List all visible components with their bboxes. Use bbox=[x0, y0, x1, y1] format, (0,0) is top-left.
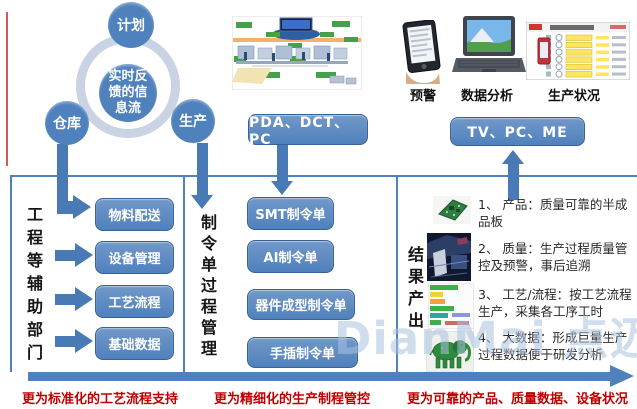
node-base-data-label: 基础数据 bbox=[108, 338, 161, 353]
node-manual-order-label: 手插制令单 bbox=[269, 347, 335, 362]
bottom-arrow-head-icon bbox=[610, 365, 634, 387]
arrow-equipment-stem bbox=[55, 250, 76, 261]
column-title-engineering: 工程等辅助部门 bbox=[21, 206, 45, 376]
arrow-process-stem bbox=[55, 294, 76, 305]
left-border-line bbox=[10, 175, 12, 372]
cycle-node-warehouse: 仓库 bbox=[45, 101, 89, 145]
column-title-work-orders: 制令单过程管理 bbox=[195, 214, 219, 374]
results-arrow-stem bbox=[508, 164, 519, 200]
result-item-bigdata-text: 4、 大数据：形成巨量生产过程数据便于研发分析 bbox=[478, 330, 628, 362]
caption-standardized: 更为标准化的工艺流程支持 bbox=[22, 388, 178, 407]
cycle-node-production-label: 生产 bbox=[179, 114, 207, 130]
node-material-delivery: 物料配送 bbox=[95, 198, 174, 231]
status-chart-image bbox=[427, 282, 475, 333]
device-label-status: 生产状况 bbox=[545, 85, 603, 104]
production-arrow-head-icon bbox=[191, 195, 213, 209]
caption-reliable-text: 更为可靠的产品、质量数据、设备状况 bbox=[407, 392, 629, 407]
node-forming-order-label: 器件成型制令单 bbox=[255, 299, 347, 314]
smt-machine-image bbox=[427, 233, 471, 285]
display-terminals-label: TV、PC、ME bbox=[467, 124, 568, 141]
pda-device-image bbox=[398, 19, 448, 88]
column-divider-2 bbox=[396, 175, 398, 372]
arrow-data-stem bbox=[55, 336, 76, 347]
caption-reliable: 更为可靠的产品、质量数据、设备状况 bbox=[407, 388, 628, 407]
results-arrow-head-icon bbox=[502, 150, 524, 164]
node-ai-order: AI制令单 bbox=[247, 240, 334, 273]
warehouse-arrow-stem bbox=[57, 144, 68, 214]
pda-arrow-stem bbox=[277, 145, 288, 181]
node-process-flow-label: 工艺流程 bbox=[108, 296, 161, 311]
cycle-node-plan-label: 计划 bbox=[117, 18, 145, 34]
node-manual-order: 手插制令单 bbox=[247, 337, 358, 368]
arrow-process-head-icon bbox=[75, 287, 93, 311]
node-material-delivery-label: 物料配送 bbox=[108, 209, 161, 224]
node-base-data: 基础数据 bbox=[95, 327, 174, 360]
production-arrow-stem bbox=[197, 143, 208, 195]
column-title-engineering-text: 工程等辅助部门 bbox=[24, 206, 43, 367]
result-item-bigdata: 4、 大数据：形成巨量生产过程数据便于研发分析 bbox=[478, 330, 636, 363]
device-label-alert: 预警 bbox=[403, 85, 443, 104]
column-title-work-orders-text: 制令单过程管理 bbox=[198, 214, 217, 361]
bottom-arrow-stem bbox=[28, 372, 610, 381]
column-title-results-text: 结果产出 bbox=[405, 246, 424, 334]
caption-standardized-text: 更为标准化的工艺流程支持 bbox=[22, 392, 179, 407]
result-item-quality-text: 2、 质量：生产过程质量管控及预警，事后追溯 bbox=[478, 241, 628, 273]
caption-refined: 更为精细化的生产制程管控 bbox=[214, 388, 370, 407]
production-dashboard-image bbox=[525, 21, 631, 84]
warehouse-arrow-elbow bbox=[57, 201, 74, 214]
result-item-quality: 2、 质量：生产过程质量管控及预警，事后追溯 bbox=[478, 241, 636, 274]
result-item-product: 1、 产品：质量可靠的半成品板 bbox=[478, 197, 636, 230]
display-terminals-node: TV、PC、ME bbox=[450, 117, 585, 146]
device-label-alert-text: 预警 bbox=[409, 89, 436, 104]
collection-terminals-node: PDA、DCT、PC bbox=[248, 114, 368, 148]
elephant-image bbox=[425, 330, 475, 376]
node-equipment-mgmt: 设备管理 bbox=[95, 241, 174, 274]
pcb-image bbox=[433, 196, 471, 228]
column-title-results: 结果产出 bbox=[402, 246, 426, 338]
collection-terminals-label: PDA、DCT、PC bbox=[249, 114, 350, 148]
node-process-flow: 工艺流程 bbox=[95, 285, 174, 318]
warehouse-arrow-head-icon bbox=[73, 195, 91, 219]
arrow-data-head-icon bbox=[75, 329, 93, 353]
node-smt-order: SMT制令单 bbox=[247, 197, 334, 230]
cycle-node-center: 实时反馈的信息流 bbox=[99, 64, 157, 122]
cycle-node-warehouse-label: 仓库 bbox=[53, 116, 81, 132]
node-ai-order-label: AI制令单 bbox=[263, 251, 318, 266]
cycle-node-center-label: 实时反馈的信息流 bbox=[108, 68, 148, 117]
pda-arrow-head-icon bbox=[271, 181, 293, 195]
result-item-process: 3、 工艺/流程：按工艺流程生产，采集各工序工时 bbox=[478, 287, 636, 320]
device-label-status-text: 生产状况 bbox=[547, 89, 600, 104]
top-divider-line bbox=[12, 175, 637, 177]
node-forming-order: 器件成型制令单 bbox=[247, 289, 355, 320]
cycle-node-plan: 计划 bbox=[108, 2, 154, 48]
result-item-process-text: 3、 工艺/流程：按工艺流程生产，采集各工序工时 bbox=[478, 287, 632, 319]
device-label-analysis: 数据分析 bbox=[458, 85, 516, 104]
node-equipment-mgmt-label: 设备管理 bbox=[108, 252, 161, 267]
arrow-equipment-head-icon bbox=[75, 243, 93, 267]
column-divider-1 bbox=[183, 175, 185, 372]
factory-line-illustration bbox=[231, 15, 363, 94]
page-edge-mark bbox=[6, 12, 8, 166]
result-item-product-text: 1、 产品：质量可靠的半成品板 bbox=[478, 197, 628, 229]
caption-refined-text: 更为精细化的生产制程管控 bbox=[214, 392, 371, 407]
device-label-analysis-text: 数据分析 bbox=[460, 89, 513, 104]
laptop-image bbox=[452, 16, 526, 84]
node-smt-order-label: SMT制令单 bbox=[255, 208, 326, 223]
cycle-node-production: 生产 bbox=[171, 99, 215, 143]
